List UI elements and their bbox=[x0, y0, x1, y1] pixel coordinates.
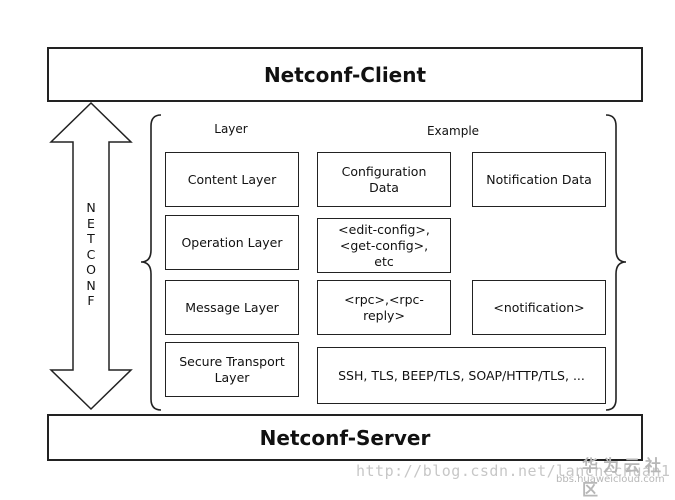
netconf-vertical-label: N E T C O N F bbox=[86, 200, 96, 308]
layer-column-header: Layer bbox=[214, 122, 248, 136]
content-layer-box: Content Layer bbox=[165, 152, 299, 207]
secure-transport-layer-box: Secure Transport Layer bbox=[165, 342, 299, 397]
transport-protocols-box: SSH, TLS, BEEP/TLS, SOAP/HTTP/TLS, ... bbox=[317, 347, 606, 404]
netconf-server-box: Netconf-Server bbox=[47, 414, 643, 461]
operation-layer-box: Operation Layer bbox=[165, 215, 299, 270]
double-arrow-icon bbox=[49, 101, 133, 411]
edit-get-config-box: <edit-config>, <get-config>, etc bbox=[317, 218, 451, 273]
example-column-header: Example bbox=[426, 124, 480, 138]
message-layer-box: Message Layer bbox=[165, 280, 299, 335]
blog-url-watermark: http://blog.csdn.net/lanchechuan1 bbox=[356, 462, 671, 480]
netconf-client-box: Netconf-Client bbox=[47, 47, 643, 102]
notification-box: <notification> bbox=[472, 280, 606, 335]
left-brace bbox=[140, 114, 162, 411]
netconf-client-label: Netconf-Client bbox=[263, 62, 427, 87]
configuration-data-box: Configuration Data bbox=[317, 152, 451, 207]
netconf-server-label: Netconf-Server bbox=[259, 425, 431, 450]
notification-data-box: Notification Data bbox=[472, 152, 606, 207]
rpc-reply-box: <rpc>,<rpc- reply> bbox=[317, 280, 451, 335]
site-watermark: bbs.huaweicloud.com bbox=[556, 474, 665, 485]
right-brace bbox=[605, 114, 627, 411]
